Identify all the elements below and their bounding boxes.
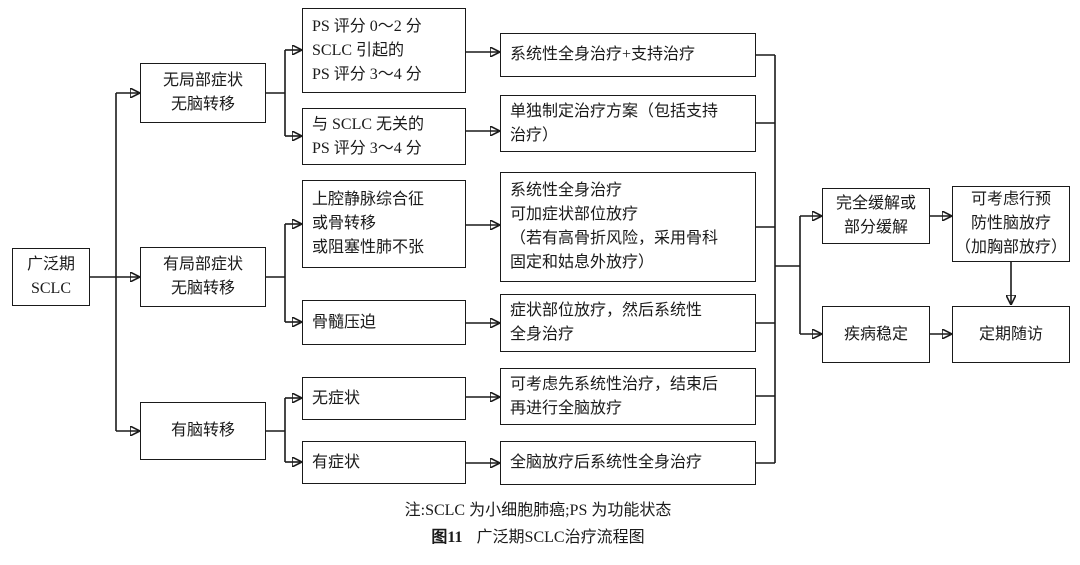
- node-local-symptoms-no-brain-mets: 有局部症状 无脑转移: [140, 247, 266, 307]
- node-systemic-therapy-plus-site-radiotherapy: 系统性全身治疗 可加症状部位放疗 （若有高骨折风险，采用骨科 固定和姑息外放疗）: [500, 172, 756, 282]
- figure-caption: 图11 广泛期SCLC治疗流程图: [0, 524, 1076, 552]
- node-stable-disease: 疾病稳定: [822, 306, 930, 363]
- edge-b1-children: [266, 50, 300, 136]
- node-symptomatic: 有症状: [302, 441, 466, 484]
- node-ps-0-2-or-sclc-caused-ps-3-4: PS 评分 0～2 分 SCLC 引起的 PS 评分 3～4 分: [302, 8, 466, 93]
- edge-root-branch: [90, 93, 138, 431]
- edge-b3-children: [266, 398, 300, 462]
- edge-outcomes: [930, 216, 1011, 334]
- node-no-local-symptoms-no-brain-mets: 无局部症状 无脑转移: [140, 63, 266, 123]
- node-consider-prophylactic-cranial-irradiation: 可考虑行预 防性脑放疗 （加胸部放疗）: [952, 186, 1070, 262]
- node-brain-mets: 有脑转移: [140, 402, 266, 460]
- figure-number: 图11: [431, 529, 463, 546]
- node-asymptomatic: 无症状: [302, 377, 466, 420]
- node-individualized-treatment-plan: 单独制定治疗方案（包括支持 治疗）: [500, 95, 756, 152]
- node-systemic-therapy-plus-supportive-care: 系统性全身治疗+支持治疗: [500, 33, 756, 77]
- node-regular-followup: 定期随访: [952, 306, 1070, 363]
- node-site-radiotherapy-then-systemic: 症状部位放疗，然后系统性 全身治疗: [500, 294, 756, 352]
- edge-conditions-to-treatments: [466, 52, 498, 463]
- node-complete-or-partial-response: 完全缓解或 部分缓解: [822, 188, 930, 244]
- node-svc-syndrome-bone-mets-atelectasis: 上腔静脉综合征 或骨转移 或阻塞性肺不张: [302, 180, 466, 268]
- figure-caption-block: 注:SCLC 为小细胞肺癌;PS 为功能状态 图11 广泛期SCLC治疗流程图: [0, 498, 1076, 552]
- node-cord-compression: 骨髓压迫: [302, 300, 466, 345]
- edge-treatment-collector: [756, 54, 820, 464]
- edge-b2-children: [266, 224, 300, 322]
- node-extensive-stage-sclc: 广泛期 SCLC: [12, 248, 90, 306]
- abbreviation-note: 注:SCLC 为小细胞肺癌;PS 为功能状态: [404, 502, 672, 519]
- node-whole-brain-rt-then-systemic: 全脑放疗后系统性全身治疗: [500, 441, 756, 485]
- figure-title: 广泛期SCLC治疗流程图: [476, 529, 645, 546]
- node-ps-3-4-unrelated-to-sclc: 与 SCLC 无关的 PS 评分 3～4 分: [302, 108, 466, 165]
- node-systemic-first-then-whole-brain-rt: 可考虑先系统性治疗，结束后 再进行全脑放疗: [500, 368, 756, 425]
